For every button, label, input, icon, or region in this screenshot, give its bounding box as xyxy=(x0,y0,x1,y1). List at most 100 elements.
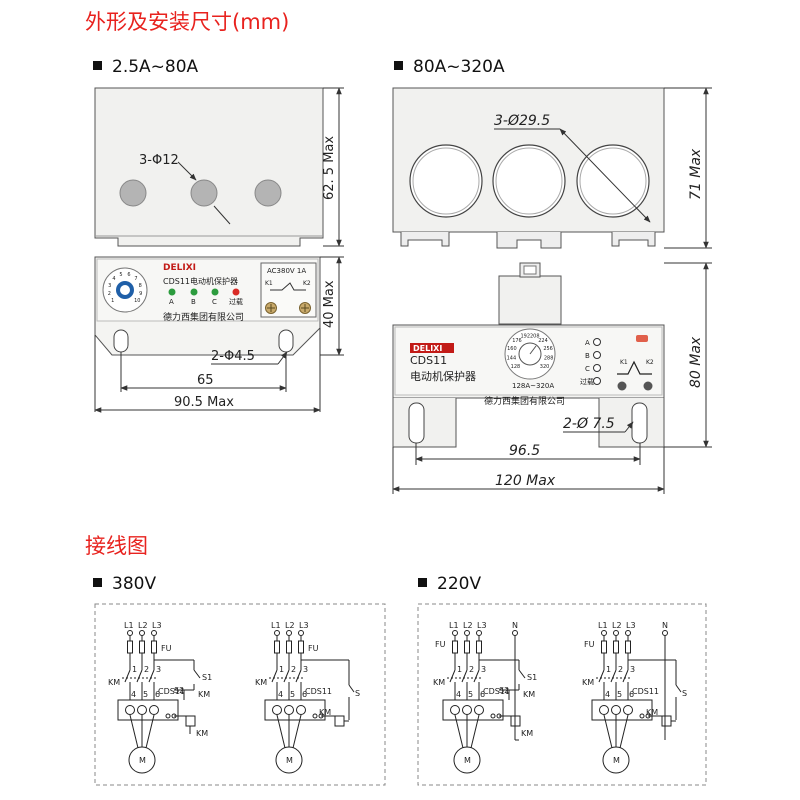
dial-tick-label: 7 xyxy=(134,276,137,282)
range-right: 128A~320A xyxy=(512,382,554,390)
label-km: KM xyxy=(582,678,594,687)
terminal-number: 1 xyxy=(279,665,284,674)
led-a-right xyxy=(593,338,601,346)
label-s: S xyxy=(355,689,360,698)
terminal-number: 3 xyxy=(481,665,486,674)
label-l1: L1 xyxy=(124,621,134,630)
label-l2: L2 xyxy=(138,621,148,630)
voltage-220-label: 220V xyxy=(418,574,481,594)
terminal-number: 2 xyxy=(144,665,149,674)
label-motor: M xyxy=(613,756,620,765)
bullet-square-icon xyxy=(418,578,427,587)
label-l3: L3 xyxy=(626,621,636,630)
terminal-number: 3 xyxy=(156,665,161,674)
label-motor: M xyxy=(464,756,471,765)
product-name-right: 电动机保护器 xyxy=(410,369,476,383)
terminal-number: 5 xyxy=(143,690,148,699)
label-motor: M xyxy=(286,756,293,765)
led-c-left xyxy=(211,288,219,296)
terminal-number: 1 xyxy=(606,665,611,674)
brand-left: DELIXI xyxy=(163,263,196,273)
label-s1: S1 xyxy=(527,673,537,682)
dial-tick-label: 224 xyxy=(538,338,548,344)
svg-text:B: B xyxy=(191,298,196,306)
label-km-coil: KM xyxy=(196,729,208,738)
company-left: 德力西集团有限公司 xyxy=(163,311,244,323)
label-motor: M xyxy=(139,756,146,765)
terminal-number: 3 xyxy=(303,665,308,674)
svg-text:A: A xyxy=(585,339,590,347)
product-name-left: 电动机保护器 xyxy=(190,276,238,286)
terminal-number: 2 xyxy=(291,665,296,674)
dial-tick-label: 2 xyxy=(108,291,111,297)
svg-text:K1: K1 xyxy=(620,359,628,366)
dial-tick-label: 208 xyxy=(530,333,540,339)
model-left: CDS11 xyxy=(163,277,190,286)
label-n: N xyxy=(512,621,518,630)
label-km-coil: KM xyxy=(521,729,533,738)
svg-text:K2: K2 xyxy=(646,359,654,366)
label-s2: S2 xyxy=(174,686,184,695)
label-km-aux: KM xyxy=(523,690,535,699)
led-overload-right xyxy=(593,377,601,385)
dial-tick-label: 4 xyxy=(112,276,115,282)
label-km: KM xyxy=(255,678,267,687)
led-b-right xyxy=(593,351,601,359)
label-l3: L3 xyxy=(152,621,162,630)
terminal-number: 5 xyxy=(468,690,473,699)
dial-tick-label: 160 xyxy=(507,346,517,352)
dial-tick-label: 6 xyxy=(127,272,130,278)
led-a-left xyxy=(168,288,176,296)
terminal-hole-3 xyxy=(254,179,282,207)
wiring-frame-380v xyxy=(94,603,386,786)
dial-tick-label: 256 xyxy=(543,346,553,352)
led-b-left xyxy=(190,288,198,296)
right-mount-holes: 2-Ø 7.5 xyxy=(563,416,615,432)
svg-text:C: C xyxy=(212,298,217,306)
label-cds11: CDS11 xyxy=(158,687,185,696)
label-fu: FU xyxy=(584,640,595,649)
left-model-range: 2.5A~80A xyxy=(93,57,198,77)
left-mount-holes: 2-Φ4.5 xyxy=(211,349,255,364)
terminal-number: 4 xyxy=(456,690,461,699)
holes-label-right: 3-Ø29.5 xyxy=(494,113,550,129)
label-s2: S2 xyxy=(499,686,509,695)
wiring-title: 接线图 xyxy=(85,534,148,558)
bullet-square-icon xyxy=(394,61,403,70)
terminal-number: 1 xyxy=(132,665,137,674)
label-n: N xyxy=(662,621,668,630)
terminal-number: 6 xyxy=(629,690,634,699)
left-width: 90.5 Max xyxy=(174,395,234,410)
right-width: 120 Max xyxy=(495,473,556,489)
svg-text:B: B xyxy=(585,352,590,360)
label-l2: L2 xyxy=(285,621,295,630)
relay-rating: AC380V 1A xyxy=(267,267,306,275)
dimensions-title: 外形及安装尺寸(mm) xyxy=(85,10,290,34)
terminal-number: 5 xyxy=(290,690,295,699)
label-km-coil: KM xyxy=(319,708,331,717)
terminal-number: 6 xyxy=(302,690,307,699)
large-terminal-hole-3 xyxy=(576,144,650,218)
dial-tick-label: 1 xyxy=(111,298,114,304)
terminal-number: 4 xyxy=(278,690,283,699)
label-l1: L1 xyxy=(449,621,459,630)
svg-text:C: C xyxy=(585,365,590,373)
left-top-height: 62. 5 Max xyxy=(322,136,337,200)
label-s: S xyxy=(682,689,687,698)
brand-right: DELIXI xyxy=(413,344,442,353)
right-top-height: 71 Max xyxy=(688,148,704,200)
bullet-square-icon xyxy=(93,61,102,70)
screw-terminal-k2-right xyxy=(643,381,653,391)
dial-tick-label: 192 xyxy=(520,333,530,339)
svg-text:A: A xyxy=(169,298,174,306)
dial-tick-label: 3 xyxy=(108,283,111,289)
wiring-frame-220v xyxy=(417,603,707,786)
holes-label-left: 3-Φ12 xyxy=(139,153,179,168)
right-hole-spacing: 96.5 xyxy=(509,443,540,459)
label-km-aux: KM xyxy=(198,690,210,699)
